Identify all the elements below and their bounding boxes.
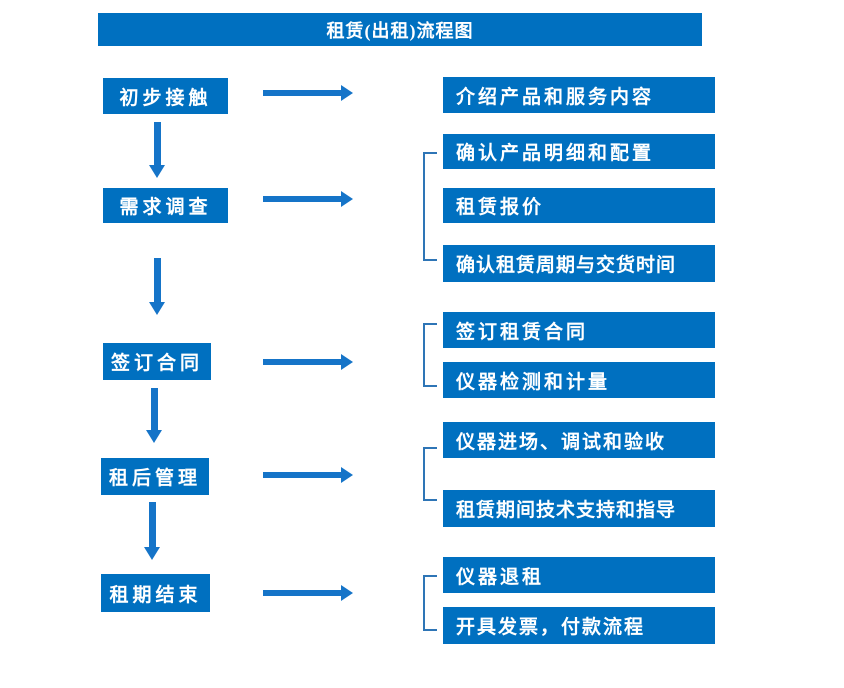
right-arrow-icon [263, 585, 353, 601]
down-arrow-icon [146, 388, 162, 443]
detail-box-instrument-return: 仪器退租 [443, 557, 715, 593]
detail-box-instrument-entry-acceptance: 仪器进场、调试和验收 [443, 422, 715, 458]
detail-box-rental-quote: 租赁报价 [443, 188, 715, 223]
detail-box-introduce-products: 介绍产品和服务内容 [443, 77, 715, 113]
group-bracket-icon [423, 447, 437, 501]
right-arrow-icon [263, 354, 353, 370]
detail-box-confirm-product-config: 确认产品明细和配置 [443, 134, 715, 169]
group-bracket-icon [423, 152, 437, 261]
right-arrow-icon [263, 191, 353, 207]
detail-box-invoice-payment: 开具发票，付款流程 [443, 607, 715, 644]
detail-box-sign-rental-contract: 签订租赁合同 [443, 312, 715, 348]
detail-box-confirm-period-delivery: 确认租赁周期与交货时间 [443, 245, 715, 282]
group-bracket-icon [423, 323, 437, 387]
right-arrow-icon [263, 467, 353, 483]
down-arrow-icon [144, 502, 160, 560]
down-arrow-icon [149, 258, 165, 315]
detail-box-tech-support: 租赁期间技术支持和指导 [443, 490, 715, 527]
right-arrow-icon [263, 85, 353, 101]
step-box-rental-end: 租期结束 [101, 574, 210, 612]
step-box-post-rental-management: 租后管理 [101, 458, 209, 495]
group-bracket-icon [423, 575, 437, 631]
chart-title: 租赁(出租)流程图 [98, 13, 702, 46]
step-box-demand-survey: 需求调查 [103, 188, 228, 223]
detail-box-instrument-testing: 仪器检测和计量 [443, 362, 715, 398]
step-box-initial-contact: 初步接触 [103, 78, 228, 114]
step-box-sign-contract: 签订合同 [103, 343, 211, 380]
down-arrow-icon [149, 122, 165, 178]
